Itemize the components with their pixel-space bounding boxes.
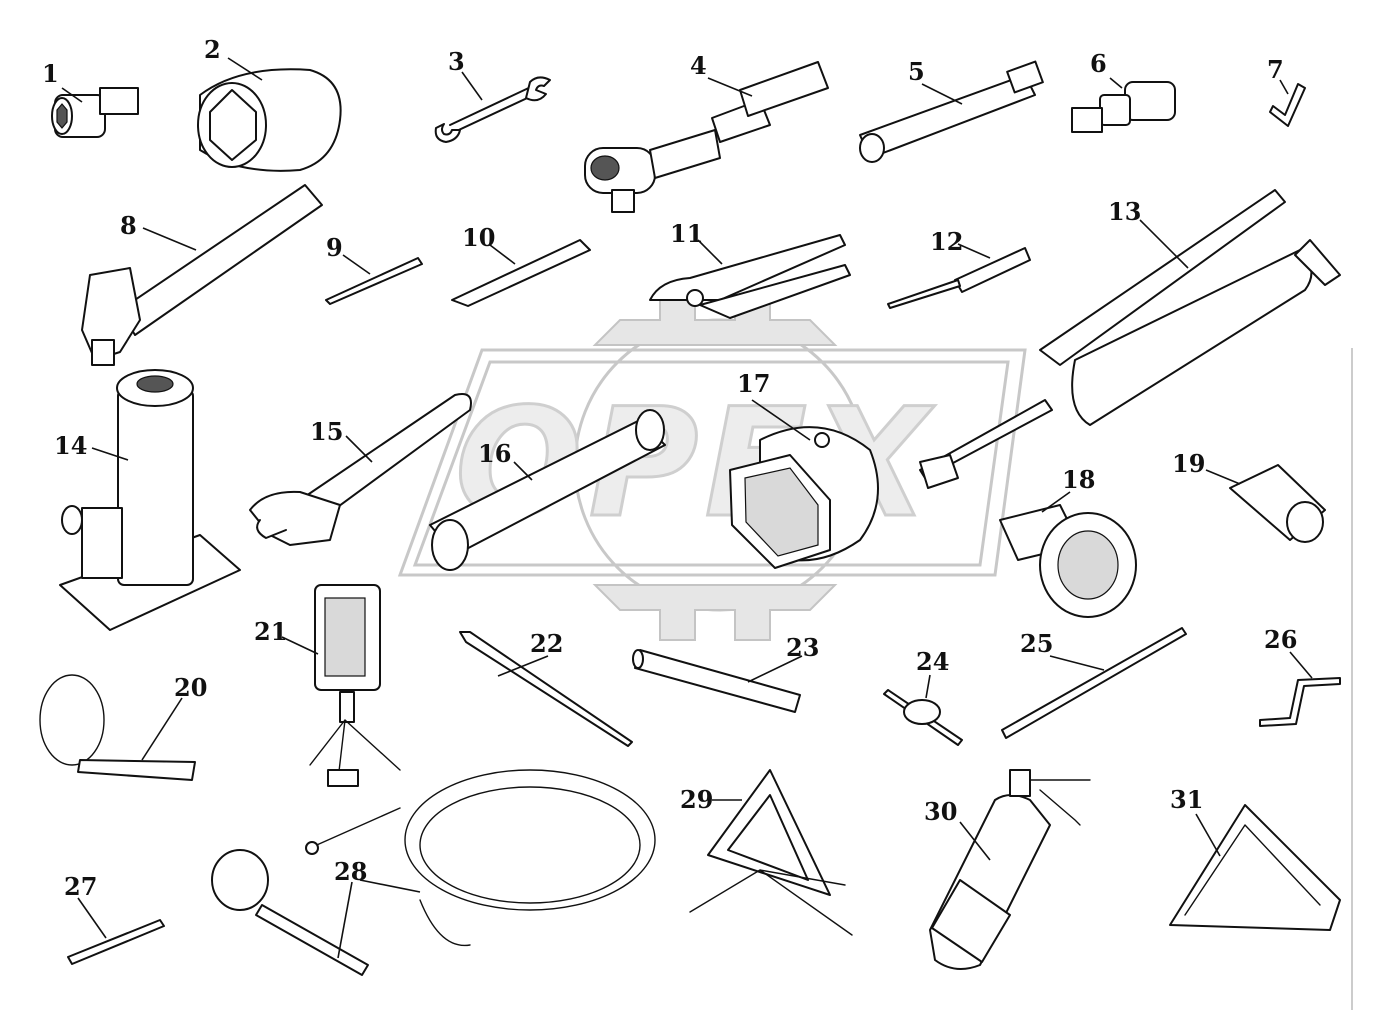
callout-9: 9 <box>326 233 343 262</box>
callout-12: 12 <box>930 227 963 256</box>
callout-19: 19 <box>1172 449 1205 478</box>
hex-key-drawing <box>1269 83 1306 127</box>
punch-drawing <box>325 257 423 305</box>
callout-31: 31 <box>1170 785 1203 814</box>
wheel-chock-drawing <box>1169 804 1341 931</box>
fire-extinguisher-drawing <box>929 769 1091 970</box>
callout-2: 2 <box>204 35 221 64</box>
spanner-socket-drawing <box>999 504 1137 618</box>
callout-7: 7 <box>1267 55 1284 84</box>
bottle-jack-drawing <box>59 369 241 631</box>
crank-handle-drawing <box>1259 677 1341 727</box>
warning-triangle-drawing <box>689 769 853 936</box>
callout-20: 20 <box>174 673 207 702</box>
callout-11: 11 <box>670 219 703 248</box>
filter-strap-wrench-drawing <box>39 674 196 781</box>
callout-10: 10 <box>462 223 495 252</box>
callout-17: 17 <box>737 369 770 398</box>
callout-labels: 1 2 3 4 5 6 7 8 9 10 11 12 13 14 15 16 1… <box>42 35 1297 901</box>
watermark-frame <box>397 348 1027 577</box>
gear-watermark-icon <box>573 294 867 641</box>
open-wrench-drawing <box>434 76 551 143</box>
extension-bar-drawing <box>859 60 1044 163</box>
valve-tool-drawing <box>67 919 165 965</box>
callout-18: 18 <box>1062 465 1095 494</box>
small-socket-drawing <box>1229 464 1326 543</box>
pliers-drawing <box>649 234 851 319</box>
callout-5: 5 <box>908 57 925 86</box>
grease-gun-drawing <box>919 189 1341 489</box>
hammer-drawing <box>81 184 323 366</box>
callout-15: 15 <box>310 417 343 446</box>
large-socket-drawing <box>197 68 342 172</box>
chisel-drawing <box>451 239 591 307</box>
ratchet-handle-drawing <box>584 61 829 213</box>
callout-26: 26 <box>1264 625 1297 654</box>
callout-22: 22 <box>530 629 563 658</box>
adjustable-wrench-drawing <box>249 393 472 546</box>
callout-29: 29 <box>680 785 713 814</box>
callout-8: 8 <box>120 211 137 240</box>
pry-bar-drawing <box>459 631 633 747</box>
wheel-socket-wrench-drawing <box>429 409 666 571</box>
tire-inflator-hose-drawing <box>211 769 656 976</box>
callout-1: 1 <box>42 59 59 88</box>
hex-socket-drawing <box>729 426 879 569</box>
callout-28: 28 <box>334 857 367 886</box>
callout-24: 24 <box>916 647 949 676</box>
callout-23: 23 <box>786 633 819 662</box>
callout-4: 4 <box>690 51 707 80</box>
callout-3: 3 <box>448 47 465 76</box>
leader-lines <box>61 57 1313 959</box>
work-lamp-drawing <box>309 584 401 787</box>
callout-14: 14 <box>54 431 87 460</box>
rod-drawing <box>1001 627 1187 739</box>
callout-25: 25 <box>1020 629 1053 658</box>
screwdriver-drawing <box>887 247 1031 309</box>
callout-6: 6 <box>1090 49 1107 78</box>
callout-21: 21 <box>254 617 287 646</box>
socket-adapter-drawing <box>51 87 139 138</box>
universal-joint-drawing <box>1071 81 1176 133</box>
callout-27: 27 <box>64 872 97 901</box>
tube-drawing <box>632 649 801 713</box>
callout-13: 13 <box>1108 197 1141 226</box>
callout-16: 16 <box>478 439 511 468</box>
callout-30: 30 <box>924 797 957 826</box>
air-chuck-drawing <box>883 689 963 746</box>
